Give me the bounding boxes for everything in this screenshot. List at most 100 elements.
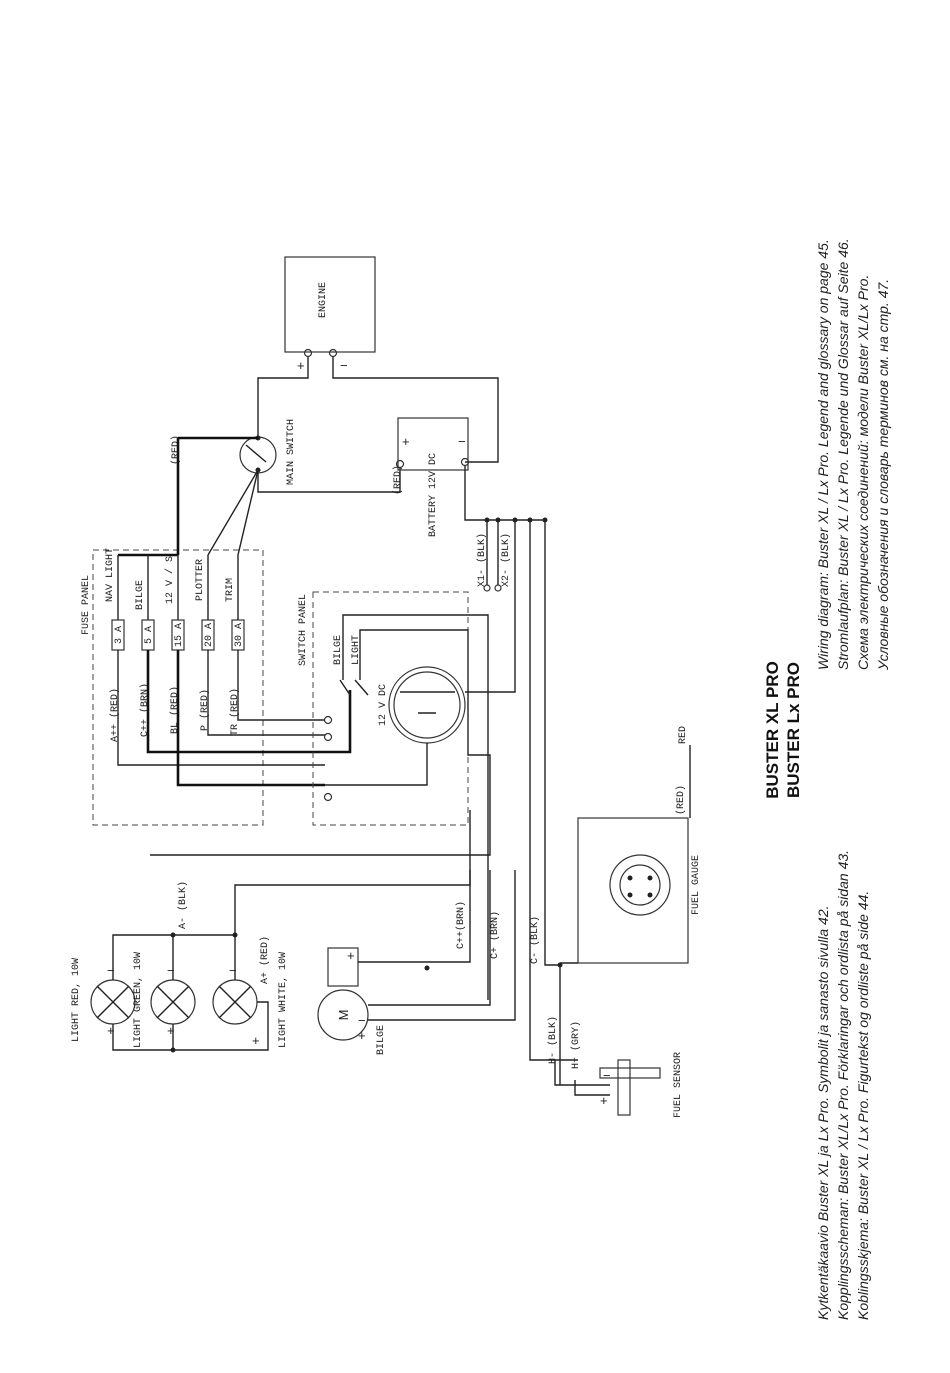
switch-terminal-3 xyxy=(323,792,333,802)
main-switch-label: MAIN SWITCH xyxy=(286,419,297,485)
switch-bilge-label: BILGE xyxy=(333,635,344,665)
light-green xyxy=(150,979,196,1025)
sensor-h-plus-wire xyxy=(574,1080,610,1096)
gauge-red-label-2: RED xyxy=(678,726,689,744)
svg-text:30 A: 30 A xyxy=(234,623,245,647)
battery-minus-sign: − xyxy=(458,434,466,449)
light-red-minus: − xyxy=(107,963,115,978)
trim-feed xyxy=(237,469,259,556)
fuse-circuit-12v: 12 V / S xyxy=(164,556,176,604)
caption-left-1: Kytkentäkaavio Buster XL ja Lx Pro. Symb… xyxy=(815,905,831,1320)
engine-plus-wire xyxy=(257,357,309,440)
sensor-minus-sign: − xyxy=(603,1068,611,1083)
socket-ground-wire xyxy=(465,520,516,693)
fuel-gauge-label: FUEL GAUGE xyxy=(691,855,702,915)
caption-right-1: Wiring diagram: Buster XL / Lx Pro. Lege… xyxy=(815,239,831,670)
switch-panel-outline xyxy=(312,591,469,826)
x1-label: X1- (BLK) xyxy=(476,533,488,587)
fuel-gauge-pin-2 xyxy=(647,875,653,881)
engine-minus-wire xyxy=(332,357,499,463)
switch-panel-label: SWITCH PANEL xyxy=(298,594,309,666)
main-red-label: (RED) xyxy=(170,435,182,465)
bilge-switch xyxy=(339,679,351,696)
fuel-sensor-label: FUEL SENSOR xyxy=(673,1052,684,1118)
caption-left-3: Koblingsskjema: Buster XL / Lx Pro. Figu… xyxy=(855,891,871,1320)
fuel-gauge-box xyxy=(577,817,689,964)
light-white-plus: + xyxy=(252,1033,260,1048)
light-red xyxy=(90,979,136,1025)
fuel-gauge-inner xyxy=(619,864,661,906)
light-white-label: LIGHT WHITE, 10W xyxy=(278,952,289,1048)
bilge-pump-label: BILGE xyxy=(376,1025,387,1055)
c-minus-label: C- (BLK) xyxy=(529,916,541,964)
light-white xyxy=(212,979,258,1025)
engine-minus-sign: − xyxy=(340,358,348,373)
bilge-plus-sign: + xyxy=(347,948,355,963)
light-switch-output xyxy=(150,629,491,856)
motor-symbol: M xyxy=(336,1010,351,1021)
battery-red-label: (RED) xyxy=(392,465,404,495)
bilge-minus-sign: − xyxy=(358,1013,366,1028)
fuse-20a: 20 A PLOTTER P (RED) xyxy=(195,555,215,731)
bilge-plus-sign-2: + xyxy=(358,1028,366,1043)
switch-terminal-2 xyxy=(323,732,333,742)
fuse-circuit-plotter: PLOTTER xyxy=(195,559,206,601)
trim-fuse-output xyxy=(237,650,325,721)
sensor-h-minus-wire xyxy=(554,1060,610,1086)
fuse-circuit-trim: TRIM xyxy=(225,578,236,602)
wire-p: P (RED) xyxy=(199,689,211,731)
fuse-circuit-bilge: BILGE xyxy=(135,580,146,610)
a-plus-label: A+ (RED) xyxy=(259,936,271,984)
light-red-plus: + xyxy=(107,1023,115,1038)
switch-light-label: LIGHT xyxy=(351,635,362,665)
engine-box xyxy=(284,256,376,353)
main-switch-contact xyxy=(245,444,267,463)
light-white-minus: − xyxy=(229,963,237,978)
plotter-fuse-output xyxy=(207,650,325,736)
battery-box xyxy=(397,417,469,471)
battery-label: BATTERY 12V DC xyxy=(428,453,439,537)
socket-12v-label: 12 V DC xyxy=(378,684,389,726)
bilge-plus-wire xyxy=(358,870,471,963)
light-switch xyxy=(354,679,369,696)
light-green-minus: − xyxy=(167,963,175,978)
engine-label: ENGINE xyxy=(318,282,329,318)
wire-a-plus-plus: A++ (RED) xyxy=(109,688,121,742)
main-switch-battery-wire xyxy=(257,468,401,493)
socket-12v-inner xyxy=(393,671,461,739)
ground-bus xyxy=(464,466,545,521)
engine-terminal-plus xyxy=(303,348,313,358)
bilge-minus-wire xyxy=(368,870,516,1021)
engine-terminal-minus xyxy=(328,348,338,358)
sensor-ground-wire xyxy=(544,520,561,1085)
fuse-15a: 15 A 12 V / S BL (RED) xyxy=(164,555,185,734)
socket-feed-wire xyxy=(325,743,428,786)
light-red-label: LIGHT RED, 10W xyxy=(71,958,82,1042)
light-ground-return xyxy=(234,810,471,935)
socket-12v-outer xyxy=(388,666,466,744)
x2-label: X2- (BLK) xyxy=(500,533,512,587)
caption-right-4: Условные обозначения и словарь терминов … xyxy=(875,279,891,671)
title-line-1: BUSTER XL PRO xyxy=(763,661,782,799)
fuse-panel-label: FUSE PANEL xyxy=(81,575,92,635)
light-green-label: LIGHT GREEN, 10W xyxy=(133,952,144,1048)
engine-plus-sign: + xyxy=(297,358,305,373)
x1-terminal xyxy=(483,584,491,592)
x2-terminal xyxy=(494,584,502,592)
fuse-circuit-nav: NAV LIGHT xyxy=(105,548,116,602)
caption-right-3: Схема электрических соединений: модели B… xyxy=(855,275,871,670)
svg-text:3 A: 3 A xyxy=(114,626,125,644)
c-plus-label: C+ (BRN) xyxy=(489,911,501,959)
bilge-fuse-output xyxy=(146,650,352,754)
sensor-plus-sign: + xyxy=(600,1093,608,1108)
battery-terminal-minus xyxy=(460,457,470,467)
nav-fuse-output xyxy=(117,650,325,766)
a-minus-label: A- (BLK) xyxy=(177,881,189,929)
bilge-pump-box xyxy=(327,947,359,987)
bilge-switch-output xyxy=(342,614,489,1000)
bilge-plus-wire-2 xyxy=(368,870,491,1006)
caption-right-2: Stromlaufplan: Buster XL / Lx Pro. Legen… xyxy=(835,238,851,670)
lights-plus-node xyxy=(170,1047,176,1053)
wire-tr: TR (RED) xyxy=(229,688,241,736)
